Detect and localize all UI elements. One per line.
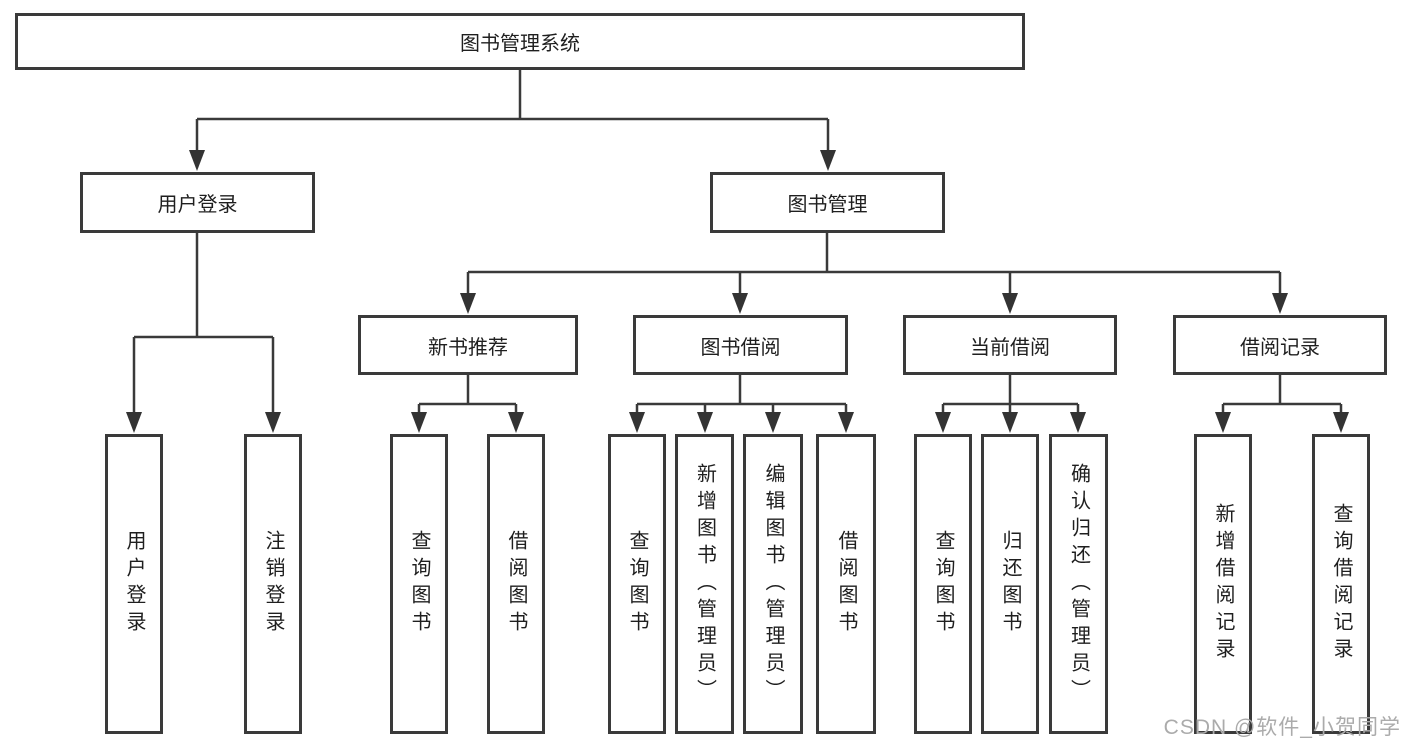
node-new-book-recommendation: 新书推荐 bbox=[358, 315, 578, 375]
leaf-logout: 注销登录 bbox=[244, 434, 302, 734]
leaf-query-books-recommend: 查询图书 bbox=[390, 434, 448, 734]
arrowhead-icons bbox=[126, 150, 1349, 433]
leaf-query-books-borrowing: 查询图书 bbox=[608, 434, 666, 734]
leaf-query-books-current: 查询图书 bbox=[914, 434, 972, 734]
node-book-management: 图书管理 bbox=[710, 172, 945, 233]
node-book-management-system: 图书管理系统 bbox=[15, 13, 1025, 70]
node-user-login: 用户登录 bbox=[80, 172, 315, 233]
leaf-confirm-return-admin: 确认归还（管理员） bbox=[1049, 434, 1108, 734]
node-book-borrowing: 图书借阅 bbox=[633, 315, 848, 375]
leaf-borrow-books-borrowing: 借阅图书 bbox=[816, 434, 876, 734]
leaf-query-borrow-record: 查询借阅记录 bbox=[1312, 434, 1370, 734]
leaf-user-login: 用户登录 bbox=[105, 434, 163, 734]
node-current-borrowing: 当前借阅 bbox=[903, 315, 1117, 375]
node-borrowing-records: 借阅记录 bbox=[1173, 315, 1387, 375]
leaf-add-borrow-record: 新增借阅记录 bbox=[1194, 434, 1252, 734]
leaf-borrow-books-recommend: 借阅图书 bbox=[487, 434, 545, 734]
leaf-return-books: 归还图书 bbox=[981, 434, 1039, 734]
leaf-add-books-admin: 新增图书（管理员） bbox=[675, 434, 734, 734]
leaf-edit-books-admin: 编辑图书（管理员） bbox=[743, 434, 803, 734]
csdn-watermark: CSDN @软件_小贺同学 bbox=[1163, 716, 1401, 739]
